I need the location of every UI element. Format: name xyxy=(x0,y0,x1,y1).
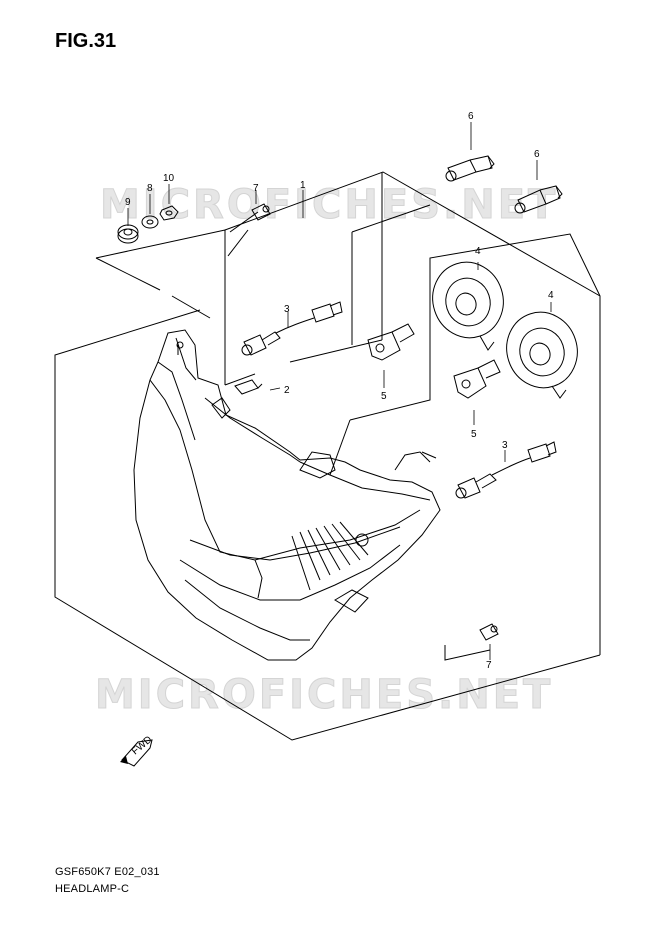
figure-title: FIG.31 xyxy=(55,30,117,52)
h4-bulb-left xyxy=(445,155,495,182)
callout-9: 9 xyxy=(125,197,131,208)
h4-bulb-right xyxy=(514,185,563,214)
callout-6-left: 6 xyxy=(468,111,474,122)
figure-code: GSF650K7 E02_031 xyxy=(55,866,160,878)
callout-3-upper: 3 xyxy=(284,304,290,315)
position-bulb-upper xyxy=(251,203,271,221)
washer xyxy=(141,215,159,229)
bulb-with-socket-upper xyxy=(241,301,343,356)
clip-nut xyxy=(234,379,263,395)
callout-4-upper: 4 xyxy=(475,246,481,257)
grommet xyxy=(117,224,139,244)
callout-6-right: 6 xyxy=(534,149,540,160)
callout-labels: 1 2 3 3 4 4 5 5 6 6 7 7 8 9 10 xyxy=(125,111,554,671)
reflector-upper xyxy=(432,261,504,351)
callout-10: 10 xyxy=(163,173,175,184)
socket-upper xyxy=(367,323,415,361)
callout-4-lower: 4 xyxy=(548,290,554,301)
socket-lower xyxy=(453,359,501,399)
figure-name: HEADLAMP-C xyxy=(55,883,130,895)
callout-2: 2 xyxy=(284,385,290,396)
callout-5-upper: 5 xyxy=(381,391,387,402)
headlamp-housing xyxy=(133,329,441,661)
callout-3-lower: 3 xyxy=(502,440,508,451)
forward-direction-badge: FWD xyxy=(120,734,154,767)
callout-5-lower: 5 xyxy=(471,429,477,440)
callout-7-upper: 7 xyxy=(253,183,259,194)
bulb-with-socket-lower xyxy=(455,441,557,499)
callout-8: 8 xyxy=(147,183,153,194)
nut xyxy=(159,205,179,221)
reflector-lower xyxy=(506,311,578,399)
position-bulb-lower xyxy=(479,623,499,641)
callout-7-lower: 7 xyxy=(486,660,492,671)
leader-lines xyxy=(127,122,552,660)
assembly-box-outline xyxy=(54,171,601,741)
callout-1: 1 xyxy=(300,180,306,191)
